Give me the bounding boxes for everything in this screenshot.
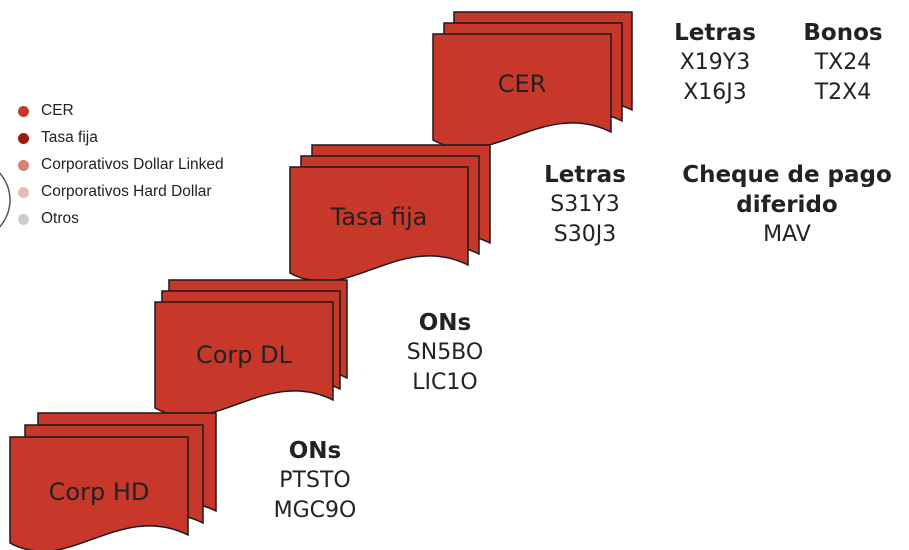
- legend-label: Corporativos Dollar Linked: [41, 156, 224, 173]
- doc-label-tasa-fija: Tasa fija: [330, 203, 428, 231]
- ticker: X19Y3: [679, 50, 751, 75]
- legend: CER Tasa fija Corporativos Dollar Linked…: [18, 102, 248, 237]
- ticker: SN5BO: [406, 340, 484, 365]
- legend-label: Corporativos Hard Dollar: [41, 183, 212, 200]
- ticker: T2X4: [814, 80, 872, 105]
- cer-letras-block: Letras X19Y3 X16J3: [655, 18, 775, 108]
- cer-bonos-block: Bonos TX24 T2X4: [788, 18, 898, 108]
- block-title: Letras: [544, 162, 626, 188]
- block-title: Cheque de pago: [682, 162, 892, 188]
- corp-dl-ons-block: ONs SN5BO LIC1O: [385, 308, 505, 398]
- legend-item-cer: CER: [18, 102, 248, 119]
- tasa-fija-letras-block: Letras S31Y3 S30J3: [525, 160, 645, 250]
- block-title: Bonos: [803, 20, 883, 46]
- cropped-pie-edge: [0, 172, 11, 228]
- legend-swatch: [18, 133, 29, 144]
- doc-label-corp-dl: Corp DL: [195, 341, 293, 369]
- ticker: MGC9O: [273, 498, 357, 523]
- ticker: LIC1O: [412, 370, 478, 395]
- block-title-line2: diferido: [736, 192, 838, 218]
- block-title: Letras: [674, 20, 756, 46]
- legend-item-otros: Otros: [18, 210, 248, 227]
- ticker: TX24: [814, 50, 872, 75]
- ticker: S30J3: [553, 222, 617, 247]
- corp-hd-ons-block: ONs PTSTO MGC9O: [255, 436, 375, 526]
- legend-swatch: [18, 160, 29, 171]
- legend-item-corp-dollar-linked: Corporativos Dollar Linked: [18, 156, 248, 173]
- legend-label: Otros: [41, 210, 79, 227]
- ticker: S31Y3: [550, 192, 620, 217]
- block-title: ONs: [418, 310, 472, 336]
- block-title: ONs: [288, 438, 342, 464]
- ticker: X16J3: [683, 80, 747, 105]
- ticker: MAV: [763, 222, 811, 247]
- doc-label-corp-hd: Corp HD: [48, 478, 150, 506]
- legend-label: Tasa fija: [41, 129, 98, 146]
- ticker: PTSTO: [279, 468, 351, 493]
- legend-swatch: [18, 187, 29, 198]
- doc-label-cer: CER: [497, 70, 547, 98]
- legend-item-tasa-fija: Tasa fija: [18, 129, 248, 146]
- legend-label: CER: [41, 102, 74, 119]
- legend-swatch: [18, 214, 29, 225]
- legend-item-corp-hard-dollar: Corporativos Hard Dollar: [18, 183, 248, 200]
- legend-swatch: [18, 106, 29, 117]
- tasa-fija-cheque-block: Cheque de pago diferido MAV: [665, 160, 909, 250]
